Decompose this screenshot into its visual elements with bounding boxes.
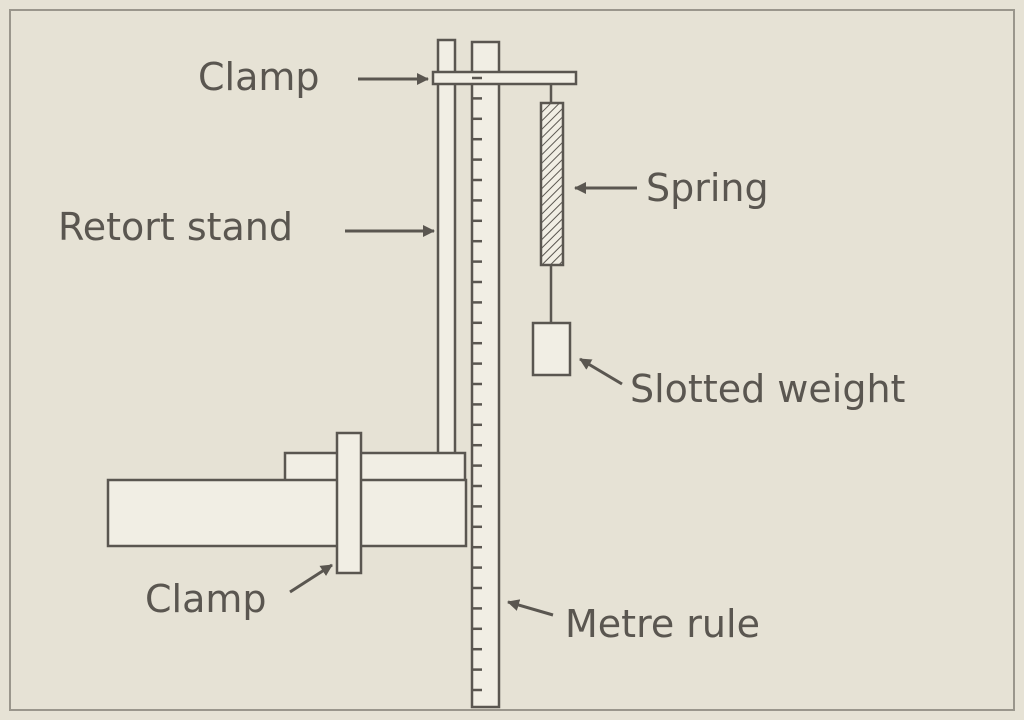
bench xyxy=(106,478,468,548)
arrow-metre-rule xyxy=(507,599,554,617)
metre-rule xyxy=(470,40,501,709)
label-retort-stand: Retort stand xyxy=(58,205,294,249)
figure-border xyxy=(9,9,1015,711)
bottom-clamp xyxy=(335,431,363,575)
arrow-slotted-weight xyxy=(579,357,623,386)
label-clamp-bottom: Clamp xyxy=(145,577,267,621)
label-clamp-top: Clamp xyxy=(198,55,320,99)
metre-rule-ticks xyxy=(472,76,482,692)
top-clamp-arm xyxy=(431,70,578,86)
spring xyxy=(539,101,565,267)
label-slotted-weight: Slotted weight xyxy=(630,367,906,411)
label-spring: Spring xyxy=(646,166,769,210)
slotted-weight xyxy=(531,321,572,377)
arrow-clamp-bottom xyxy=(289,563,333,594)
retort-stand-rod xyxy=(436,38,457,462)
retort-stand-base xyxy=(283,451,467,485)
label-metre-rule: Metre rule xyxy=(565,602,760,646)
